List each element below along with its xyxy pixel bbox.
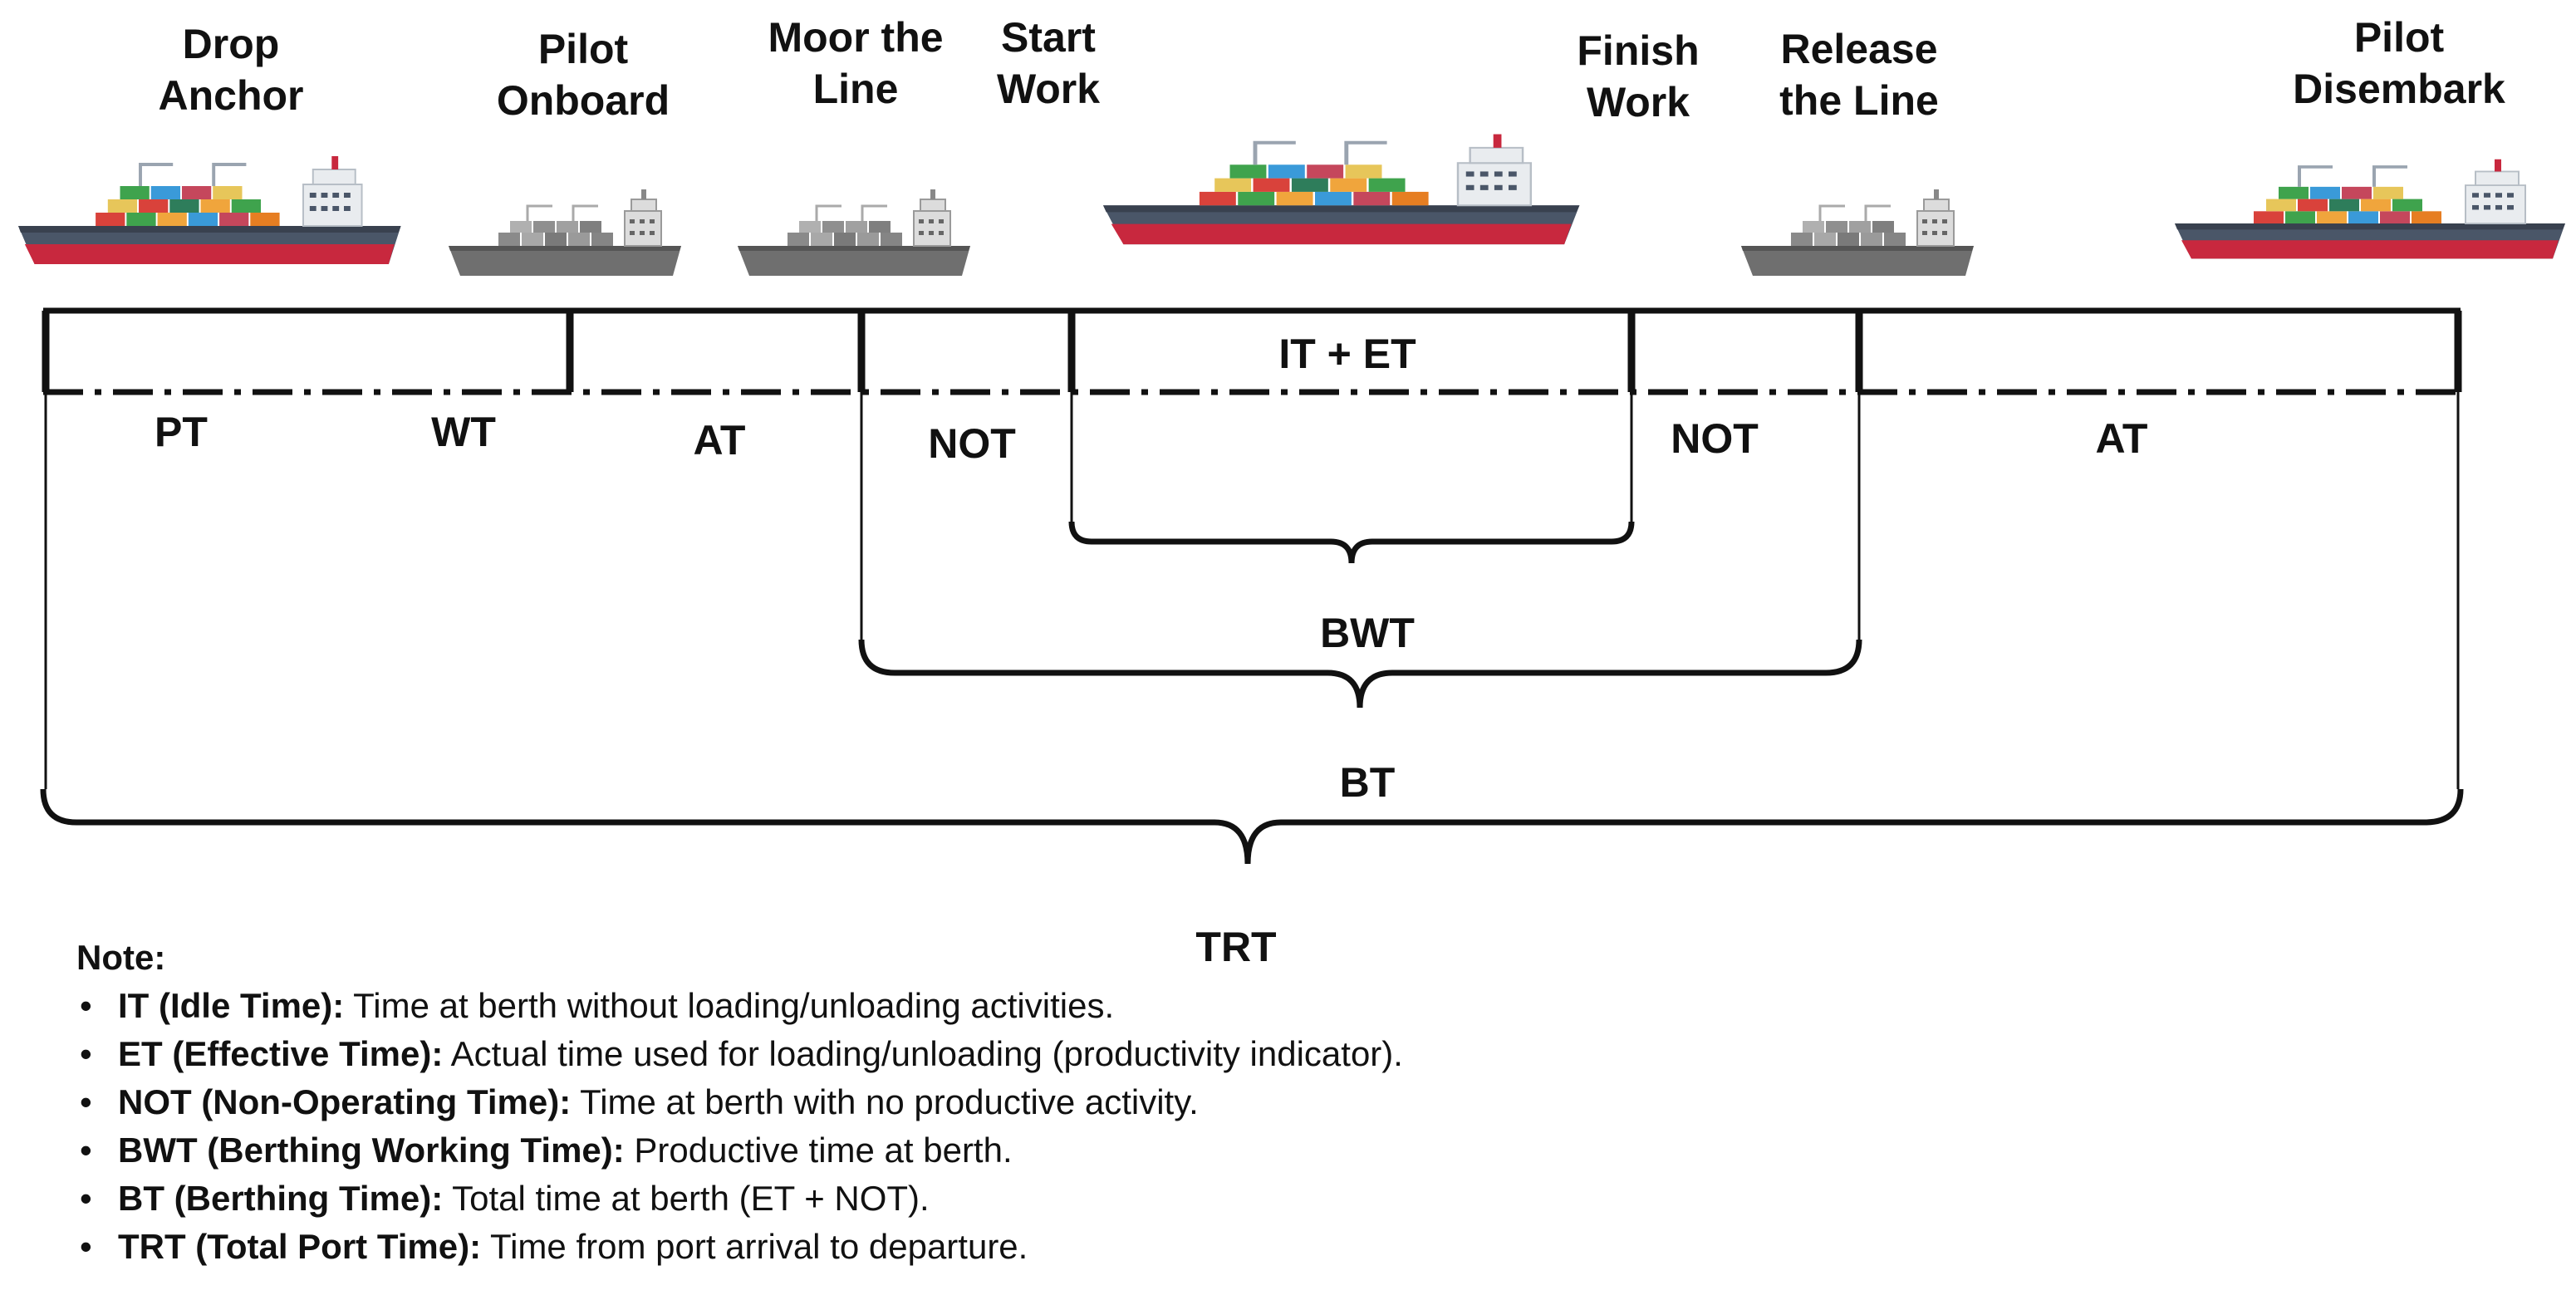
note-item-not: NOT (Non-Operating Time): Time at berth … <box>76 1078 1403 1126</box>
event-label-finish-work: Finish Work <box>1577 27 1700 125</box>
note-desc: Time at berth with no productive activit… <box>571 1082 1199 1121</box>
notes-list: IT (Idle Time): Time at berth without lo… <box>76 982 1403 1271</box>
note-term: BT (Berthing Time): <box>118 1179 444 1218</box>
event-label-pilot-onboard: Pilot Onboard <box>496 26 670 124</box>
note-term: TRT (Total Port Time): <box>118 1227 482 1266</box>
event-label-drop-anchor: Drop Anchor <box>158 21 304 119</box>
event-label-release-the-line: Release the Line <box>1779 26 1939 124</box>
note-term: NOT (Non-Operating Time): <box>118 1082 572 1121</box>
segment-label-pt: PT <box>155 409 208 455</box>
ship-release-the-line-icon <box>1739 188 1975 277</box>
brace-bwt <box>858 639 1862 709</box>
note-item-et: ET (Effective Time): Actual time used fo… <box>76 1030 1403 1078</box>
timeline-bar <box>42 307 2462 395</box>
brace-label-trt: TRT <box>1195 924 1277 970</box>
ship-drop-anchor-icon <box>17 155 403 266</box>
ship-pilot-onboard-icon <box>447 188 683 277</box>
segment-label-not-right: NOT <box>1671 415 1759 462</box>
note-item-it: IT (Idle Time): Time at berth without lo… <box>76 982 1403 1030</box>
notes-title: Note: <box>76 938 166 977</box>
note-desc: Actual time used for loading/unloading (… <box>443 1034 1403 1073</box>
brace-drop-lines <box>44 392 2460 789</box>
ship-finish-work-icon <box>1103 135 1579 245</box>
note-desc: Productive time at berth. <box>624 1131 1013 1170</box>
note-term: IT (Idle Time): <box>118 986 345 1025</box>
segment-label-at-left: AT <box>693 417 746 464</box>
note-item-trt: TRT (Total Port Time): Time from port ar… <box>76 1223 1403 1271</box>
note-desc: Time at berth without loading/unloading … <box>344 986 1115 1025</box>
note-item-bt: BT (Berthing Time): Total time at berth … <box>76 1175 1403 1223</box>
note-term: BWT (Berthing Working Time): <box>118 1131 625 1170</box>
notes-section: Note: IT (Idle Time): Time at berth with… <box>76 934 1403 1271</box>
note-term: ET (Effective Time): <box>118 1034 444 1073</box>
event-label-moor-the-line: Moor the Line <box>768 14 944 112</box>
segment-label-it-et: IT + ET <box>1278 331 1416 377</box>
ship-pilot-disembark-icon <box>2173 157 2567 261</box>
event-label-pilot-disembark: Pilot Disembark <box>2293 14 2505 112</box>
note-item-bwt: BWT (Berthing Working Time): Productive … <box>76 1126 1403 1175</box>
segment-label-wt: WT <box>431 409 496 455</box>
note-desc: Total time at berth (ET + NOT). <box>443 1179 930 1218</box>
segment-label-not-left: NOT <box>928 420 1016 467</box>
segment-label-at-right: AT <box>2095 415 2148 462</box>
brace-it-et <box>1068 521 1635 564</box>
ship-moor-the-line-icon <box>736 188 972 277</box>
brace-label-bwt: BWT <box>1320 610 1415 656</box>
event-label-start-work: Start Work <box>996 14 1101 112</box>
note-desc: Time from port arrival to departure. <box>481 1227 1028 1266</box>
brace-label-bt: BT <box>1339 759 1396 806</box>
brace-bt <box>40 788 2464 865</box>
